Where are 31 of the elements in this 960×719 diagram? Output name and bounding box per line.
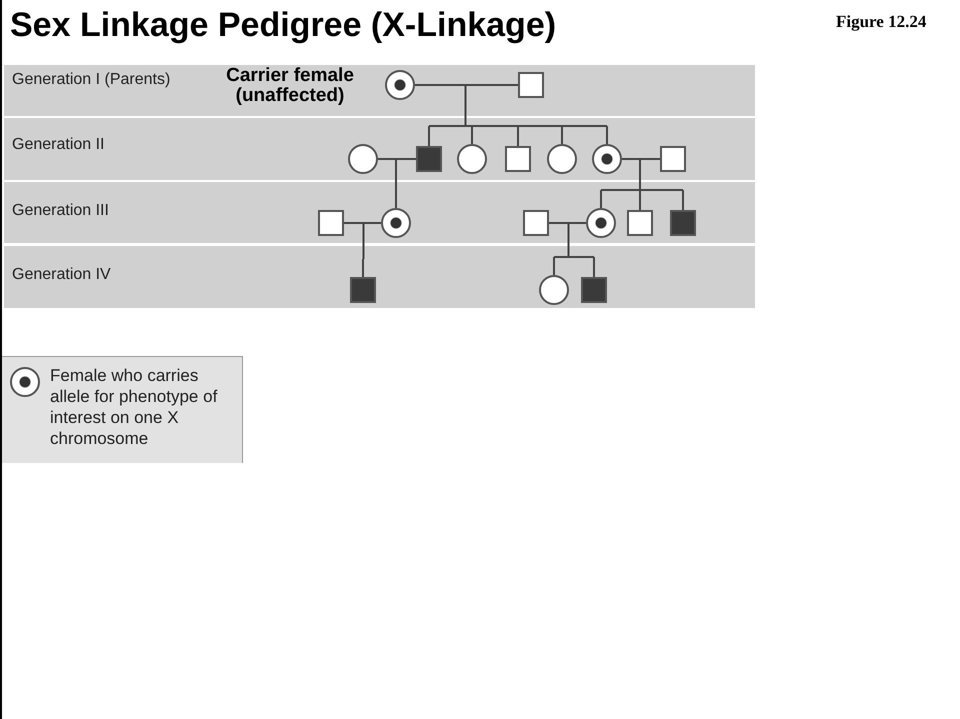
generation-label: Generation IV [12,266,111,284]
descent-line [600,158,684,211]
carrier-female-symbol [586,208,616,238]
affected-male-symbol [581,277,607,303]
female-symbol [547,144,577,174]
carrier-female-symbol [381,208,411,238]
male-symbol [505,146,531,172]
annotation-text: Carrier female (unaffected) [225,66,355,106]
generation-label: Generation III [12,202,109,220]
affected-male-symbol [350,277,376,303]
generation-band [4,246,755,308]
female-symbol [539,275,569,305]
male-symbol [523,210,549,236]
male-symbol [627,210,653,236]
affected-male-symbol [670,210,696,236]
female-symbol [348,144,378,174]
generation-label: Generation I (Parents) [12,71,170,89]
legend-text: Female who carries allele for phenotype of interest on one X chromosome [50,365,218,449]
carrier-female-symbol [592,144,622,174]
generation-band [4,182,755,243]
title: Sex Linkage Pedigree (X-Linkage) [10,6,556,45]
generation-band [4,65,755,116]
female-symbol [457,144,487,174]
carrier-female-symbol [385,70,415,100]
male-symbol [518,72,544,98]
figure-number: Figure 12.24 [836,12,926,32]
generation-label: Generation II [12,136,104,154]
male-symbol [660,146,686,172]
male-symbol [318,210,344,236]
generation-band [4,118,755,180]
affected-male-symbol [416,146,442,172]
